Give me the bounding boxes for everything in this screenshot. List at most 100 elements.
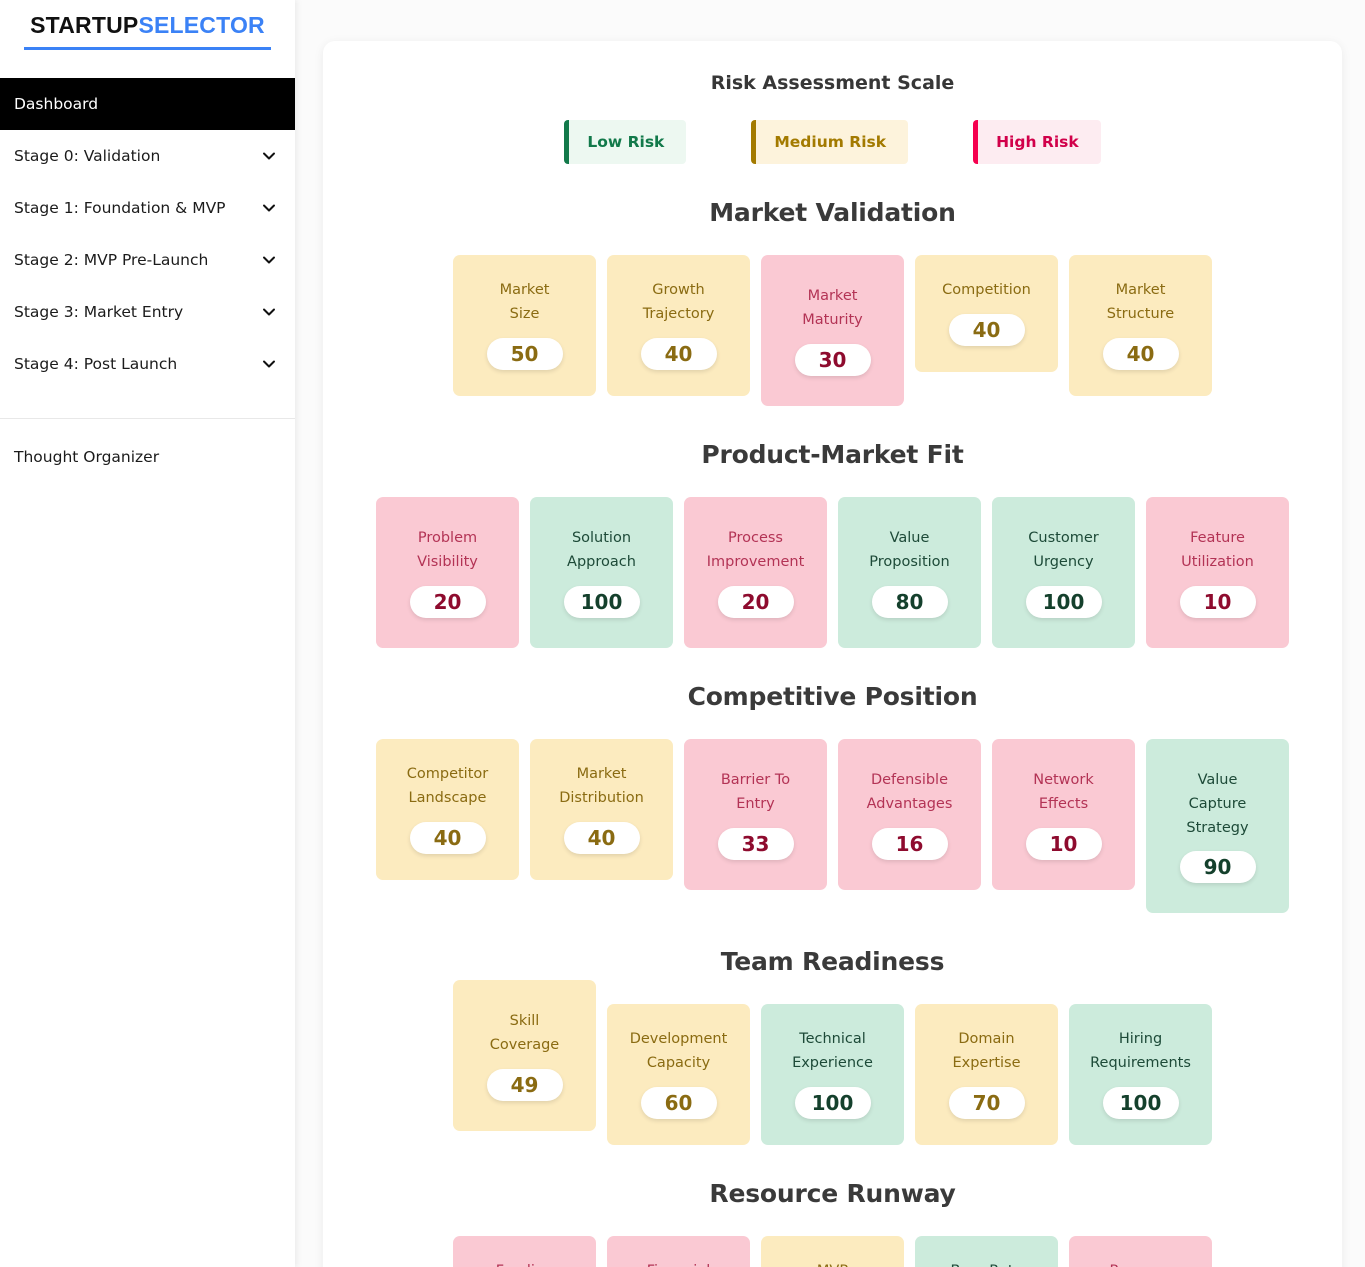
sidebar-item-label: Stage 4: Post Launch [14, 355, 178, 373]
metric-card-technical-experience[interactable]: Technical Experience 100 [761, 1004, 904, 1146]
section-product-market-fit: Product-Market Fit Problem Visibility 20… [345, 440, 1320, 648]
metric-name: Solution Approach [567, 529, 636, 570]
metric-card-problem-visibility[interactable]: Problem Visibility 20 [376, 496, 519, 648]
legend-chip-medium-risk[interactable]: Medium Risk [751, 120, 909, 164]
metric-card-domain-expertise[interactable]: Domain Expertise 70 [915, 1004, 1058, 1146]
metric-card-row: Market Size 50 Growth Trajectory 40 Mark… [345, 255, 1320, 406]
metric-card-hiring-requirements[interactable]: Hiring Requirements 100 [1069, 1004, 1212, 1146]
metric-name: Defensible Advantages [866, 771, 953, 812]
brand-name-dark: STARTUP [30, 12, 139, 38]
section-resource-runway: Resource Runway Funding Status Financial… [345, 1179, 1320, 1267]
metric-name: Value Capture Strategy [1186, 771, 1249, 836]
metric-card-competition[interactable]: Competition 40 [915, 255, 1058, 372]
metric-card-competitor-landscape[interactable]: Competitor Landscape 40 [376, 738, 519, 880]
metric-value: 20 [717, 585, 794, 618]
metric-name: Skill Coverage [489, 1013, 560, 1054]
metric-card-market-maturity[interactable]: Market Maturity 30 [761, 255, 904, 406]
legend-chip-high-risk[interactable]: High Risk [973, 120, 1101, 164]
metric-name: Development Capacity [629, 1031, 728, 1072]
metric-value: 40 [948, 313, 1025, 346]
metric-card-network-effects[interactable]: Network Effects 10 [992, 738, 1135, 890]
metric-value: 40 [640, 337, 717, 370]
metric-card-row: Competitor Landscape 40 Market Distribut… [345, 738, 1320, 914]
sidebar-item-stage-4[interactable]: Stage 4: Post Launch [0, 338, 295, 390]
metric-card-financial-runway[interactable]: Financial Runway [607, 1236, 750, 1267]
metric-card-defensible-advantages[interactable]: Defensible Advantages 16 [838, 738, 981, 890]
metric-value: 49 [486, 1069, 563, 1102]
metric-card-solution-approach[interactable]: Solution Approach 100 [530, 496, 673, 648]
legend-label: High Risk [996, 133, 1079, 151]
risk-legend: Low Risk Medium Risk High Risk [345, 120, 1320, 164]
dashboard-panel: Risk Assessment Scale Low Risk Medium Ri… [323, 41, 1342, 1267]
metric-card-growth-trajectory[interactable]: Growth Trajectory 40 [607, 255, 750, 396]
section-team-readiness: Team Readiness Skill Coverage 49 Develop… [345, 947, 1320, 1146]
metric-name: Customer Urgency [1028, 529, 1099, 570]
legend-chip-low-risk[interactable]: Low Risk [564, 120, 687, 164]
metric-value: 60 [640, 1087, 717, 1120]
section-title: Resource Runway [709, 1179, 956, 1209]
main-content: Risk Assessment Scale Low Risk Medium Ri… [295, 0, 1365, 1267]
chevron-down-icon[interactable] [261, 252, 277, 268]
metric-value: 20 [409, 585, 486, 618]
chevron-down-icon[interactable] [261, 304, 277, 320]
risk-legend-title: Risk Assessment Scale [710, 72, 955, 94]
metric-name: Hiring Requirements [1090, 1031, 1191, 1072]
sidebar-item-stage-1[interactable]: Stage 1: Foundation & MVP [0, 182, 295, 234]
sidebar-divider [0, 418, 295, 419]
metric-name: Funding Status [496, 1260, 554, 1267]
chevron-down-icon[interactable] [261, 200, 277, 216]
sidebar-item-label: Stage 0: Validation [14, 147, 161, 165]
metric-name: Problem Visibility [417, 529, 478, 570]
sidebar-item-label: Stage 3: Market Entry [14, 303, 184, 321]
metric-value: 70 [948, 1087, 1025, 1120]
metric-card-value-proposition[interactable]: Value Proposition 80 [838, 496, 981, 648]
metric-value: 40 [563, 821, 640, 854]
metric-name: Financial Runway [647, 1260, 711, 1267]
metric-card-runway-mvp[interactable]: Runway- MVP [1069, 1236, 1212, 1267]
metric-card-row: Problem Visibility 20 Solution Approach … [345, 496, 1320, 648]
metric-value: 40 [409, 821, 486, 854]
chevron-down-icon[interactable] [261, 148, 277, 164]
metric-card-market-distribution[interactable]: Market Distribution 40 [530, 738, 673, 880]
brand-name-accent: SELECTOR [138, 12, 265, 38]
metric-name: Domain Expertise [952, 1031, 1021, 1072]
metric-name: Growth Trajectory [642, 282, 715, 322]
metric-card-market-size[interactable]: Market Size 50 [453, 255, 596, 396]
metric-card-barrier-to-entry[interactable]: Barrier To Entry 33 [684, 738, 827, 890]
metric-name: Feature Utilization [1181, 529, 1254, 570]
sidebar-item-dashboard[interactable]: Dashboard [0, 78, 295, 130]
metric-name: Process Improvement [706, 529, 805, 570]
metric-card-development-capacity[interactable]: Development Capacity 60 [607, 1004, 750, 1146]
metric-value: 100 [1102, 1087, 1179, 1120]
metric-value: 100 [563, 585, 640, 618]
chevron-down-icon[interactable] [261, 356, 277, 372]
metric-card-value-capture-strategy[interactable]: Value Capture Strategy 90 [1146, 738, 1289, 914]
metric-card-feature-utilization[interactable]: Feature Utilization 10 [1146, 496, 1289, 648]
metric-value: 40 [1102, 337, 1179, 370]
legend-label: Low Risk [587, 133, 665, 151]
brand-logo[interactable]: STARTUPSELECTOR [0, 0, 295, 50]
sidebar-item-stage-2[interactable]: Stage 2: MVP Pre-Launch [0, 234, 295, 286]
metric-card-process-improvement[interactable]: Process Improvement 20 [684, 496, 827, 648]
metric-value: 10 [1025, 827, 1102, 860]
metric-card-skill-coverage[interactable]: Skill Coverage 49 [453, 980, 596, 1132]
metric-name: Runway- MVP [1109, 1260, 1171, 1267]
sidebar-item-thought-organizer[interactable]: Thought Organizer [0, 429, 295, 485]
brand-logo-text: STARTUPSELECTOR [30, 14, 265, 37]
sidebar-item-stage-3[interactable]: Stage 3: Market Entry [0, 286, 295, 338]
section-competitive-position: Competitive Position Competitor Landscap… [345, 682, 1320, 914]
metric-card-customer-urgency[interactable]: Customer Urgency 100 [992, 496, 1135, 648]
metric-card-funding-status[interactable]: Funding Status [453, 1236, 596, 1267]
metric-name: Market Maturity [802, 288, 863, 328]
metric-card-market-structure[interactable]: Market Structure 40 [1069, 255, 1212, 396]
section-title: Competitive Position [687, 681, 978, 711]
sidebar-item-label: Stage 2: MVP Pre-Launch [14, 251, 209, 269]
metric-card-burn-rate-efficiency[interactable]: Burn Rate Efficiency [915, 1236, 1058, 1267]
sidebar-item-stage-0[interactable]: Stage 0: Validation [0, 130, 295, 182]
metric-name: Competitor Landscape [406, 765, 489, 806]
section-title: Market Validation [709, 198, 956, 227]
metric-card-mvp-timeline[interactable]: MVP Timeline [761, 1236, 904, 1267]
brand-underline [24, 47, 271, 50]
metric-value: 16 [871, 827, 948, 860]
